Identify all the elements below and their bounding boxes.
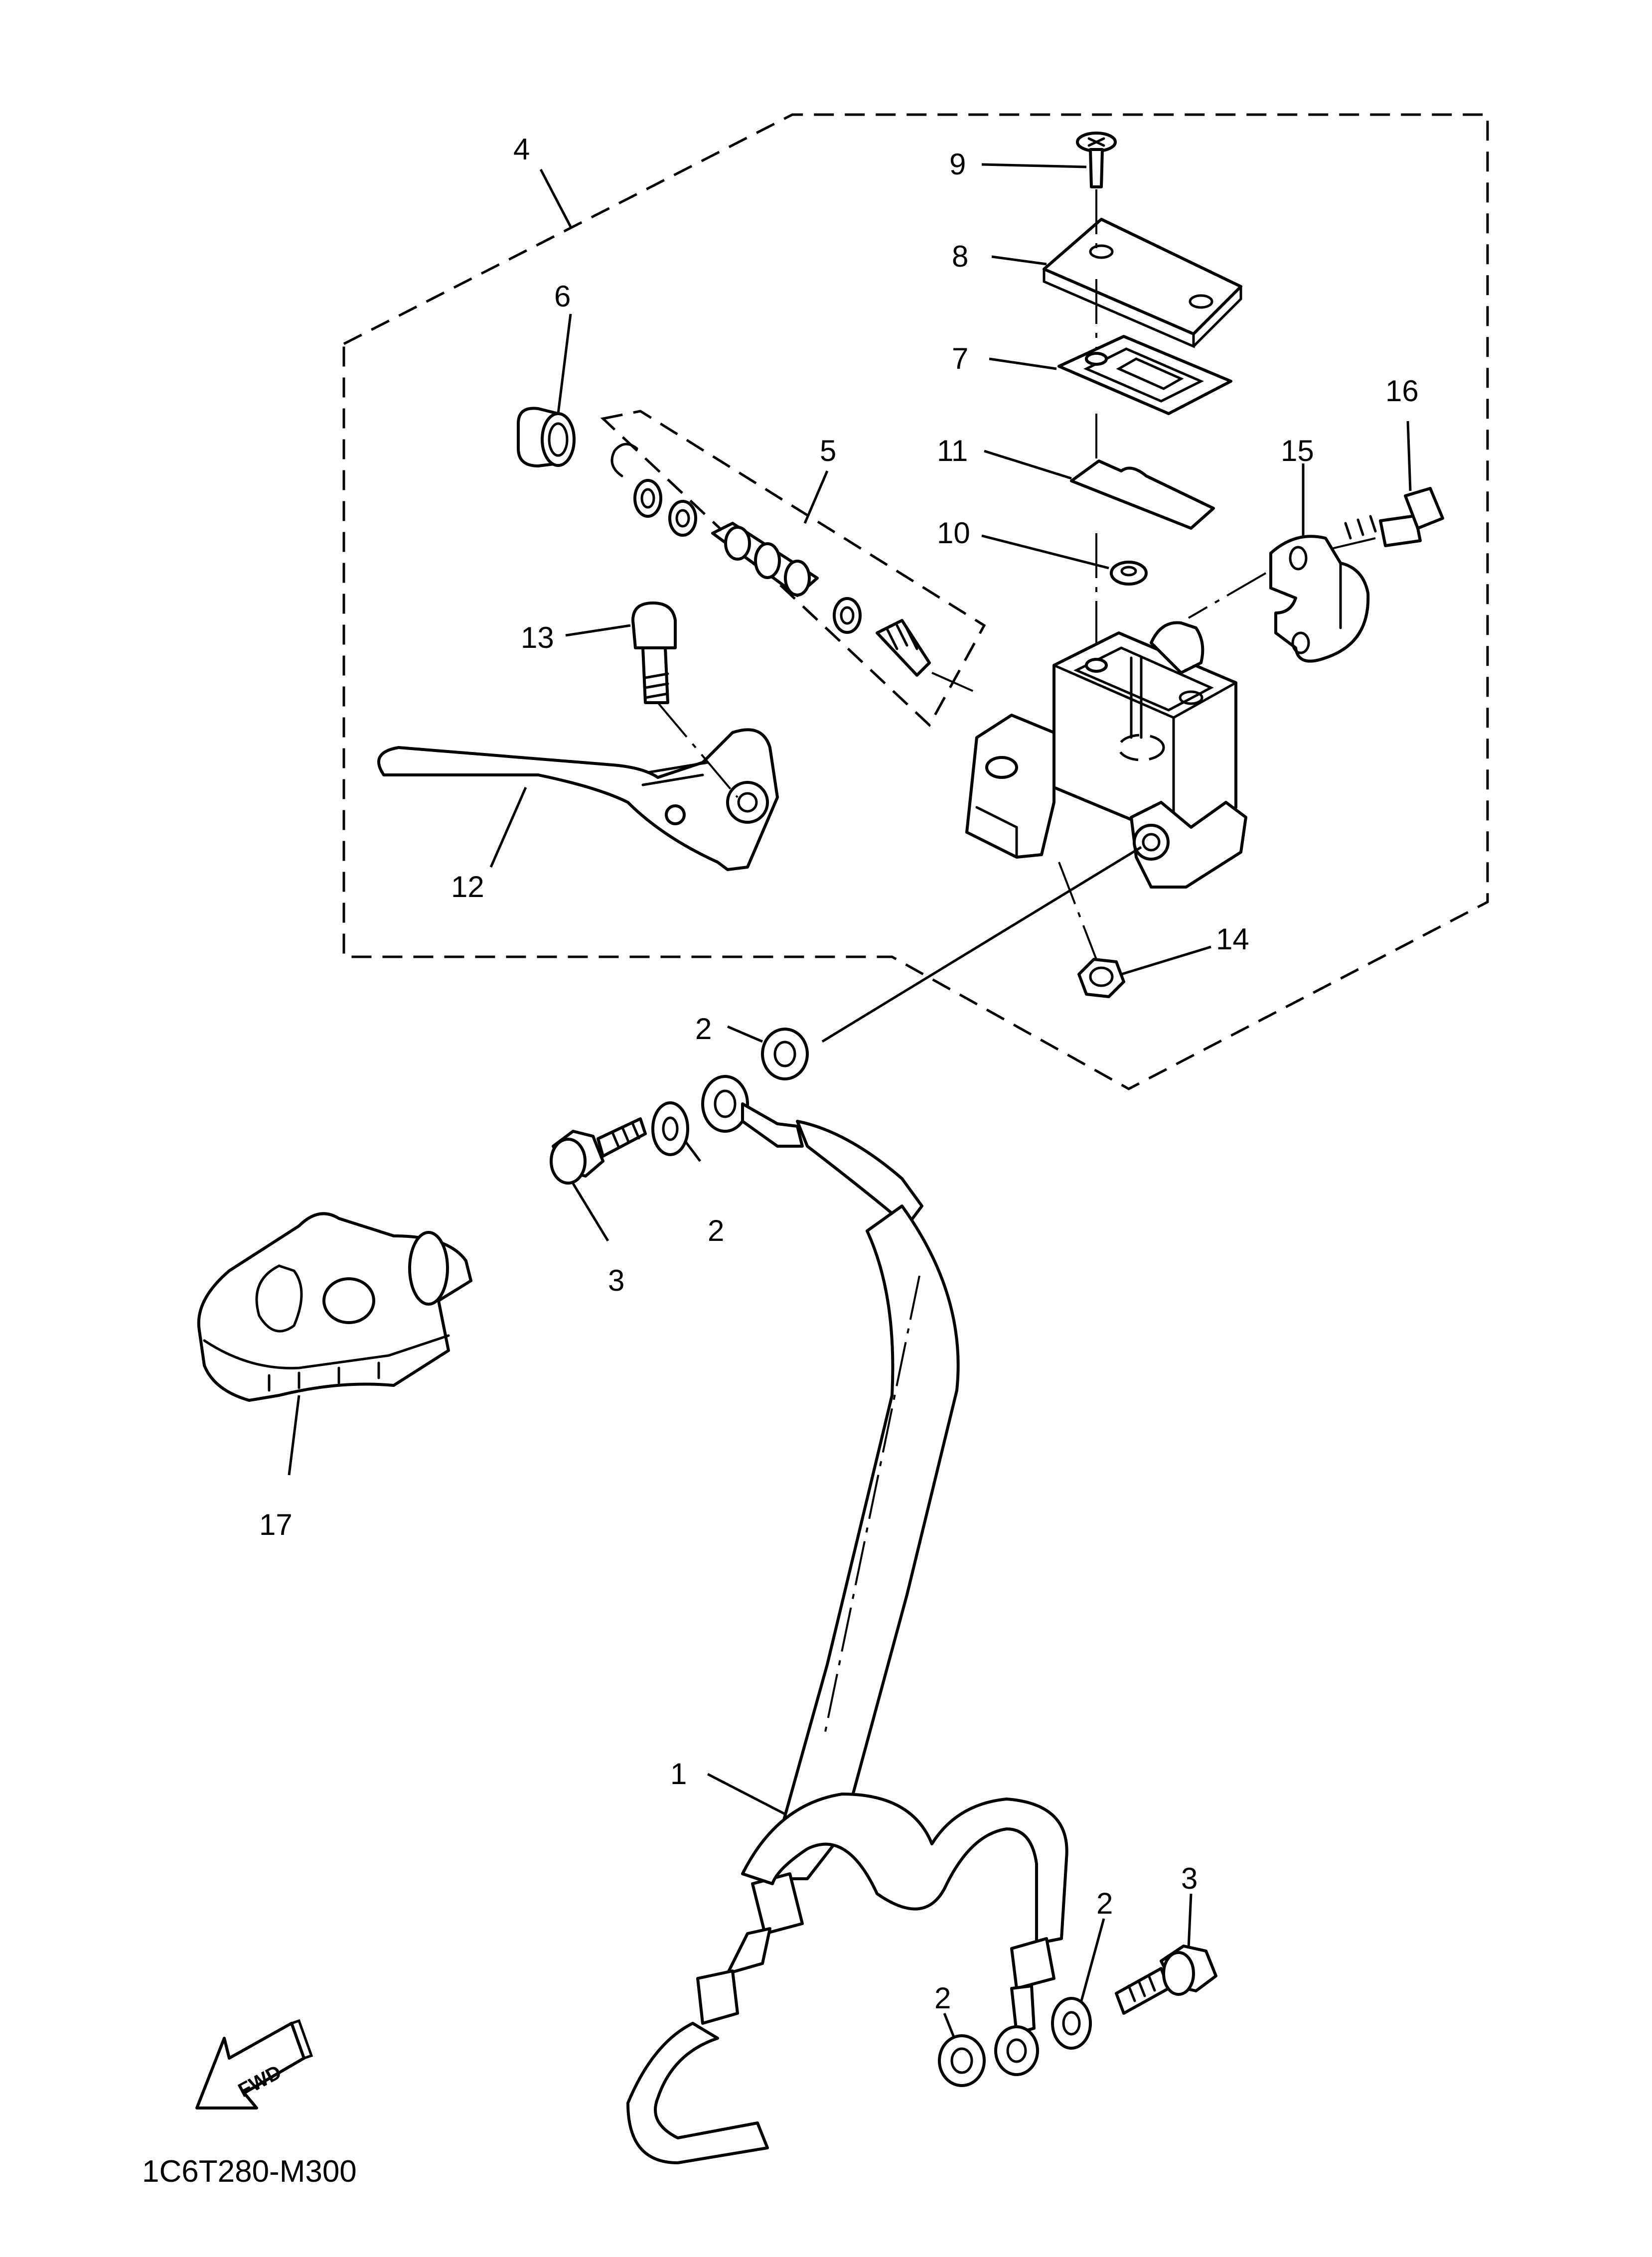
callout-1: 1 [670, 1757, 687, 1791]
part-12-lever[interactable] [377, 728, 779, 871]
part-3-union-bolt-lower[interactable] [1115, 1945, 1217, 2015]
part-17-cover[interactable] [197, 1212, 472, 1402]
diagram-code: 1C6T280-M300 [142, 2154, 357, 2189]
callout-2-upper-a: 2 [695, 1012, 712, 1046]
callout-2-lower-b: 2 [934, 1981, 951, 2015]
part-2-washer-lower-b[interactable] [938, 2034, 986, 2087]
fwd-arrow-icon: FWD [195, 2019, 313, 2109]
callout-10: 10 [937, 516, 970, 550]
callout-15: 15 [1281, 434, 1314, 467]
piston-kit-boundary [600, 410, 986, 728]
callout-4: 4 [513, 133, 530, 166]
part-3-union-bolt-upper[interactable] [550, 1117, 647, 1185]
part-8-cap[interactable] [1043, 218, 1242, 348]
callout-12: 12 [451, 870, 484, 903]
part-14-nut[interactable] [1058, 862, 1125, 998]
part-16-bolt[interactable] [1323, 487, 1444, 552]
callout-13: 13 [521, 621, 554, 654]
part-9-screw[interactable] [1076, 132, 1117, 249]
callout-17: 17 [259, 1508, 293, 1541]
callout-2-lower-a: 2 [1096, 1887, 1113, 1920]
part-1-hose[interactable] [626, 1075, 1068, 2164]
callout-5: 5 [820, 434, 836, 467]
callout-11: 11 [937, 434, 968, 467]
callout-9: 9 [949, 148, 966, 181]
callout-6: 6 [554, 280, 571, 313]
part-2-washer-upper-a[interactable] [761, 1028, 809, 1080]
part-6-boot[interactable] [517, 407, 576, 467]
assembly-boundary [342, 113, 1489, 1090]
leader-lines [288, 163, 1412, 2039]
callout-16: 16 [1385, 374, 1419, 408]
part-5-piston-kit[interactable] [610, 443, 931, 677]
part-2-washer-lower-a[interactable] [1051, 1997, 1092, 2050]
callout-7: 7 [952, 342, 968, 375]
callout-3-lower: 3 [1181, 1862, 1198, 1895]
part-15-clamp[interactable] [1188, 535, 1370, 663]
part-2-washer-upper-b[interactable] [651, 1101, 689, 1156]
part-7-diaphragm[interactable] [1057, 279, 1232, 415]
master-cylinder-body[interactable] [931, 621, 1247, 889]
part-13-pivot-bolt[interactable] [631, 602, 739, 798]
callout-2-upper-b: 2 [708, 1214, 724, 1247]
callout-14: 14 [1216, 922, 1249, 956]
part-10-seal[interactable] [1095, 533, 1148, 648]
callout-8: 8 [952, 240, 968, 273]
part-11-plate[interactable] [1070, 414, 1215, 530]
callout-3-upper: 3 [608, 1264, 624, 1297]
